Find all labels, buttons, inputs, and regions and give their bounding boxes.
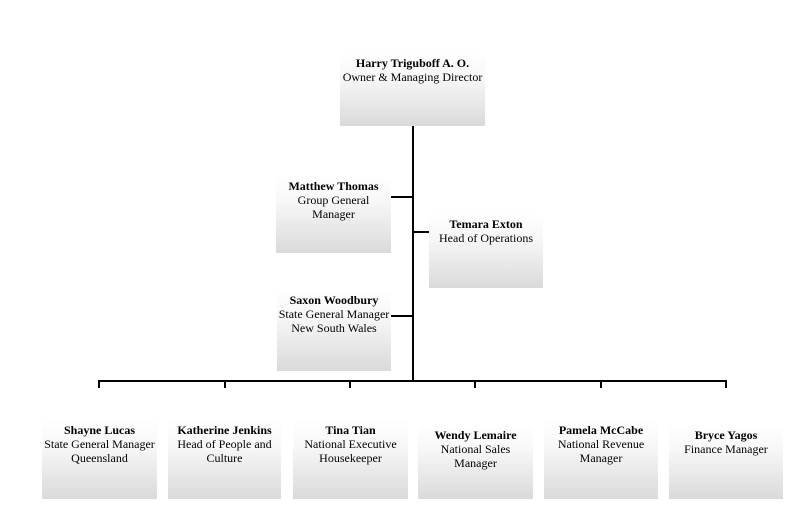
node-root-name: Harry Triguboff A. O. [355,56,470,70]
drop-line-tina-tian [349,380,351,388]
node-tina-tian-name: Tina Tian [325,423,376,437]
node-temara-exton: Temara Exton Head of Operations [429,213,543,288]
node-tina-tian: Tina Tian National Executive Housekeeper [293,419,408,499]
node-saxon-woodbury-name: Saxon Woodbury [289,293,379,307]
drop-line-bryce-yagos [725,380,727,388]
node-root: Harry Triguboff A. O. Owner & Managing D… [340,52,485,126]
node-matthew-thomas-role: Group General Manager [297,193,370,221]
node-katherine-jenkins-name: Katherine Jenkins [177,423,272,437]
node-bryce-yagos-role: Finance Manager [684,442,768,456]
trunk-line [412,126,414,382]
node-wendy-lemaire: Wendy Lemaire National Sales Manager [418,424,533,499]
node-bryce-yagos-name: Bryce Yagos [694,428,758,442]
node-wendy-lemaire-role: National Sales Manager [440,442,511,470]
node-shayne-lucas-name: Shayne Lucas [63,423,136,437]
node-pamela-mccabe-role: National Revenue Manager [557,437,645,465]
node-saxon-woodbury: Saxon Woodbury State General Manager New… [277,289,391,371]
node-katherine-jenkins-role: Head of People and Culture [177,437,272,465]
drop-line-shayne-lucas [98,380,100,388]
drop-line-wendy-lemaire [474,380,476,388]
branch-line-temara-exton [413,231,429,233]
node-katherine-jenkins: Katherine Jenkins Head of People and Cul… [168,419,281,499]
node-temara-exton-role: Head of Operations [439,231,533,245]
branch-line-matthew-thomas [391,196,413,198]
node-pamela-mccabe: Pamela McCabe National Revenue Manager [544,419,658,499]
node-root-role: Owner & Managing Director [342,70,483,84]
node-matthew-thomas-name: Matthew Thomas [288,179,379,193]
drop-line-katherine-jenkins [224,380,226,388]
node-wendy-lemaire-name: Wendy Lemaire [434,428,517,442]
node-shayne-lucas: Shayne Lucas State General Manager Queen… [42,419,157,499]
node-shayne-lucas-role: State General Manager Queensland [44,437,155,465]
drop-line-pamela-mccabe [600,380,602,388]
branch-line-saxon-woodbury [391,315,413,317]
horizontal-bus-line [98,380,727,382]
node-pamela-mccabe-name: Pamela McCabe [558,423,644,437]
node-matthew-thomas: Matthew Thomas Group General Manager [276,175,391,253]
node-tina-tian-role: National Executive Housekeeper [304,437,397,465]
node-temara-exton-name: Temara Exton [449,217,523,231]
node-bryce-yagos: Bryce Yagos Finance Manager [669,424,783,499]
node-saxon-woodbury-role: State General Manager New South Wales [278,307,390,335]
